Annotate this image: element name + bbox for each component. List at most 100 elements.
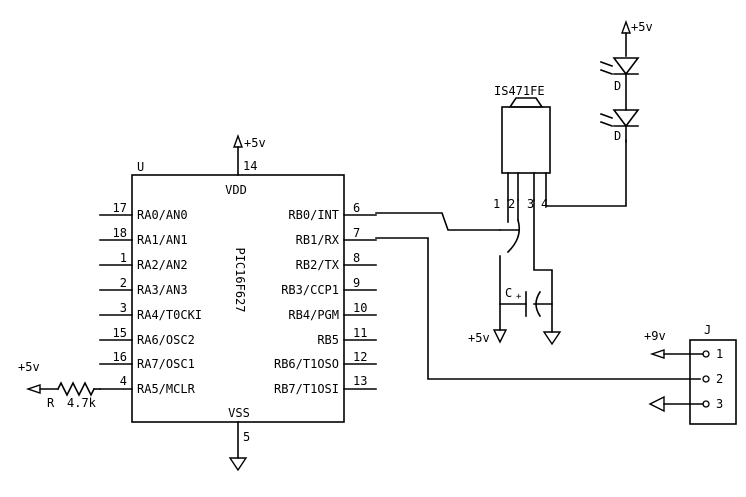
led-1: D xyxy=(599,57,640,93)
left-pin-number: 1 xyxy=(120,251,127,265)
capacitor-plus-sign: + xyxy=(516,292,522,302)
right-pin-name: RB2/TX xyxy=(296,258,340,272)
ground-icon xyxy=(228,457,248,472)
crossover-hop xyxy=(506,219,521,254)
left-pin-name: RA7/OSC1 xyxy=(137,357,195,371)
left-pin: 16 RA7/OSC1 xyxy=(99,350,195,371)
left-pin: 15 RA6/OSC2 xyxy=(99,326,195,347)
right-pin: 11 RB5 xyxy=(317,326,377,347)
cap-lead-left xyxy=(499,255,527,305)
chip-ref: U xyxy=(137,160,144,174)
sensor-body xyxy=(501,106,551,174)
connector-supply-label: +9v xyxy=(644,329,666,343)
right-pin-number: 9 xyxy=(353,276,360,290)
resistor-ref: R xyxy=(47,396,55,410)
left-pin-number: 2 xyxy=(120,276,127,290)
sensor-ground-wire xyxy=(533,199,553,333)
right-pin: 6 RB0/INT xyxy=(288,201,377,222)
led-2-diode-icon xyxy=(612,109,640,128)
led-1-ray-2 xyxy=(599,68,614,76)
chip-part-name: PIC16F627 xyxy=(233,247,247,312)
resistor-value: 4.7k xyxy=(67,396,97,410)
led-2-ray-1 xyxy=(599,112,614,120)
rb0-wire xyxy=(375,212,521,254)
left-pin: 2 RA3/AN3 xyxy=(99,276,188,297)
right-pin-name: RB7/T1OSI xyxy=(274,382,339,396)
led-2: D xyxy=(599,109,640,143)
left-pin-number: 3 xyxy=(120,301,127,315)
connector-ref: J xyxy=(704,323,711,337)
right-pin-name: RB3/CCP1 xyxy=(281,283,339,297)
sensor-pin-1: 1 xyxy=(493,197,500,211)
resistor-supply-arrow-icon xyxy=(25,384,41,394)
left-pin-name: RA4/T0CKI xyxy=(137,308,202,322)
right-pin-number: 11 xyxy=(353,326,367,340)
left-pin-name: RA1/AN1 xyxy=(137,233,188,247)
connector-j: J +9v 1 2 3 xyxy=(644,323,737,425)
sensor-pin-2: 2 xyxy=(508,197,515,211)
resistor-supply-label: +5v xyxy=(18,360,40,374)
left-pin-name: RA3/AN3 xyxy=(137,283,188,297)
left-pin: 3 RA4/T0CKI xyxy=(99,301,202,322)
right-pin: 13 RB7/T1OSI xyxy=(274,374,377,396)
right-pin-name: RB4/PGM xyxy=(288,308,339,322)
left-pin-name: RA6/OSC2 xyxy=(137,333,195,347)
left-pin-name: RA0/AN0 xyxy=(137,208,188,222)
vdd-label: VDD xyxy=(225,183,247,197)
vdd-supply-label: +5v xyxy=(244,136,266,150)
sensor-name: IS471FE xyxy=(494,84,545,98)
sensor-capacitor: C + +5v xyxy=(468,255,553,345)
led-2-ref: D xyxy=(614,129,621,143)
left-pin: 18 RA1/AN1 xyxy=(99,226,188,247)
right-pin-number: 8 xyxy=(353,251,360,265)
sensor-supply-arrow-icon xyxy=(492,329,508,344)
connector-body xyxy=(689,339,737,425)
connector-pin2-number: 2 xyxy=(716,372,723,386)
vdd-pin-number: 14 xyxy=(243,159,257,173)
connector-pin3-number: 3 xyxy=(716,397,723,411)
sensor-pin-3: 3 xyxy=(527,197,534,211)
right-pin-number: 6 xyxy=(353,201,360,215)
left-pin-number: 4 xyxy=(120,374,127,388)
right-pin: 10 RB4/PGM xyxy=(288,301,377,322)
rb0-trace xyxy=(375,212,501,231)
microcontroller: U VDD VSS PIC16F627 +5v 14 5 17 RA0/AN0 … xyxy=(99,133,377,472)
right-pin-number: 13 xyxy=(353,374,367,388)
connector-pin1-number: 1 xyxy=(716,347,723,361)
connector-pin1-arrow-icon xyxy=(649,349,665,359)
rb1-rx-wire xyxy=(375,237,701,380)
resistor-zigzag-icon xyxy=(56,381,96,397)
right-pin: 12 RB6/T1OSO xyxy=(274,350,377,371)
right-pin: 9 RB3/CCP1 xyxy=(281,276,377,297)
right-pin-name: RB1/RX xyxy=(296,233,340,247)
sensor-pin-4: 4 xyxy=(541,197,548,211)
led-1-diode-icon xyxy=(612,57,640,76)
sensor-led-wire xyxy=(545,139,627,207)
mclr-resistor: +5v R 4.7k xyxy=(18,360,101,410)
right-pin-name: RB0/INT xyxy=(288,208,339,222)
left-pin: 4 RA5/MCLR xyxy=(99,374,196,396)
connector-pin1-terminal xyxy=(702,350,710,358)
right-pin: 7 RB1/RX xyxy=(296,226,377,247)
vss-label: VSS xyxy=(228,406,250,420)
sensor-supply-label: +5v xyxy=(468,331,490,345)
sensor-ground-icon xyxy=(542,331,562,346)
left-pin-number: 15 xyxy=(113,326,127,340)
left-pin: 17 RA0/AN0 xyxy=(99,201,188,222)
led-1-ray-1 xyxy=(599,60,614,68)
connector-ground-icon xyxy=(648,395,665,413)
sensor-lens-icon xyxy=(508,97,544,108)
connector-pin2-terminal xyxy=(702,375,710,383)
led-2-ray-2 xyxy=(599,120,614,128)
right-pin-number: 12 xyxy=(353,350,367,364)
left-pin: 1 RA2/AN2 xyxy=(99,251,188,272)
left-pin-name: RA2/AN2 xyxy=(137,258,188,272)
left-pin-number: 18 xyxy=(113,226,127,240)
right-pin-name: RB5 xyxy=(317,333,339,347)
left-pin-name: RA5/MCLR xyxy=(137,382,196,396)
connector-pin3-terminal xyxy=(702,400,710,408)
capacitor-ref: C xyxy=(505,286,512,300)
right-pin-number: 10 xyxy=(353,301,367,315)
